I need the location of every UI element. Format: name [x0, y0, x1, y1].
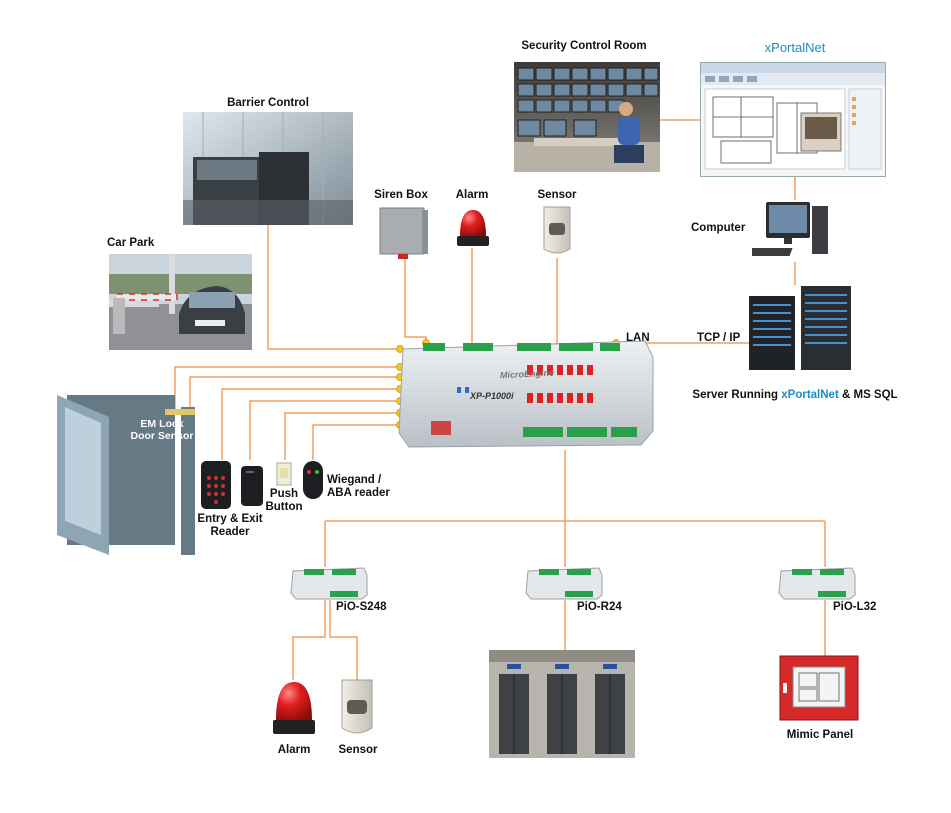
wire-wiegand — [312, 424, 400, 460]
wire-reader-entry — [221, 388, 400, 460]
car-park-label: Car Park — [107, 237, 155, 249]
xp-p1000i-controller — [395, 335, 657, 453]
wire-door-sensor — [189, 376, 400, 412]
sensor-top-icon — [540, 205, 574, 259]
wire-bus-right — [564, 450, 825, 522]
wire-siren — [404, 258, 427, 343]
entry-exit-line2: Reader — [210, 526, 250, 538]
lift-lobby-image — [489, 650, 635, 758]
wire-s248-sensor — [329, 600, 358, 680]
wiegand-reader-icon — [302, 460, 324, 500]
keypad-reader-icon — [200, 460, 232, 510]
siren-box-image — [378, 206, 430, 260]
push-button-icon — [276, 462, 292, 486]
alarm-top-icon — [456, 206, 490, 250]
security-control-room-label: Security Control Room — [521, 40, 647, 52]
pio-s248-label: PiO-S248 — [336, 601, 387, 613]
xportalnet-screenshot — [700, 62, 886, 177]
wire-barrier — [267, 225, 400, 350]
siren-box-label: Siren Box — [374, 189, 428, 201]
server-label-suffix: & MS SQL — [838, 389, 898, 401]
wiegand-line2: ABA reader — [327, 487, 390, 499]
security-control-room-image — [514, 62, 660, 172]
push-line2: Button — [265, 501, 303, 513]
pio-s248-module — [290, 565, 368, 601]
pio-r24-label: PiO-R24 — [577, 601, 622, 613]
entry-exit-line1: Entry & Exit — [197, 513, 263, 525]
car-park-image — [109, 254, 252, 350]
em-lock-line1: EM Lock — [140, 418, 184, 430]
sensor-bottom-icon — [337, 678, 377, 740]
server-label-prefix: Server Running — [692, 389, 782, 401]
door-icon — [57, 395, 199, 557]
wiegand-line1: Wiegand / — [327, 474, 382, 486]
entry-exit-reader-label: Entry & Exit Reader — [197, 513, 262, 539]
computer-label: Computer — [691, 222, 746, 234]
tcp-ip-label: TCP / IP — [697, 332, 741, 344]
controller-model: XP-P1000i — [470, 391, 514, 401]
push-button-label: Push Button — [265, 488, 302, 514]
wire-push — [284, 412, 400, 460]
wiegand-label: Wiegand / ABA reader — [327, 474, 390, 500]
computer-icon — [733, 200, 832, 264]
push-line1: Push — [269, 488, 299, 500]
alarm-bottom-icon — [271, 678, 317, 738]
em-lock-line2: Door Sensor — [130, 430, 194, 442]
server-label: Server Running xPortalNet & MS SQL — [692, 389, 897, 402]
server-label-brand: xPortalNet — [781, 389, 839, 401]
wire-s248-alarm — [292, 600, 326, 680]
alarm-bottom-label: Alarm — [277, 744, 311, 756]
sensor-top-label: Sensor — [537, 189, 577, 201]
pio-l32-label: PiO-L32 — [833, 601, 877, 613]
barrier-control-label: Barrier Control — [227, 97, 309, 109]
xportalnet-title: xPortalNet — [764, 40, 826, 55]
mimic-panel-label: Mimic Panel — [786, 729, 854, 741]
alarm-top-label: Alarm — [455, 189, 489, 201]
wire-reader-exit — [249, 400, 400, 460]
card-reader-icon — [240, 465, 264, 507]
sensor-bottom-label: Sensor — [338, 744, 378, 756]
em-lock-label: EM Lock Door Sensor — [130, 418, 193, 442]
pio-r24-module — [525, 565, 603, 601]
barrier-control-image — [183, 112, 353, 225]
pio-l32-module — [778, 565, 856, 601]
mimic-panel-image — [779, 655, 859, 721]
server-icon — [745, 284, 855, 372]
